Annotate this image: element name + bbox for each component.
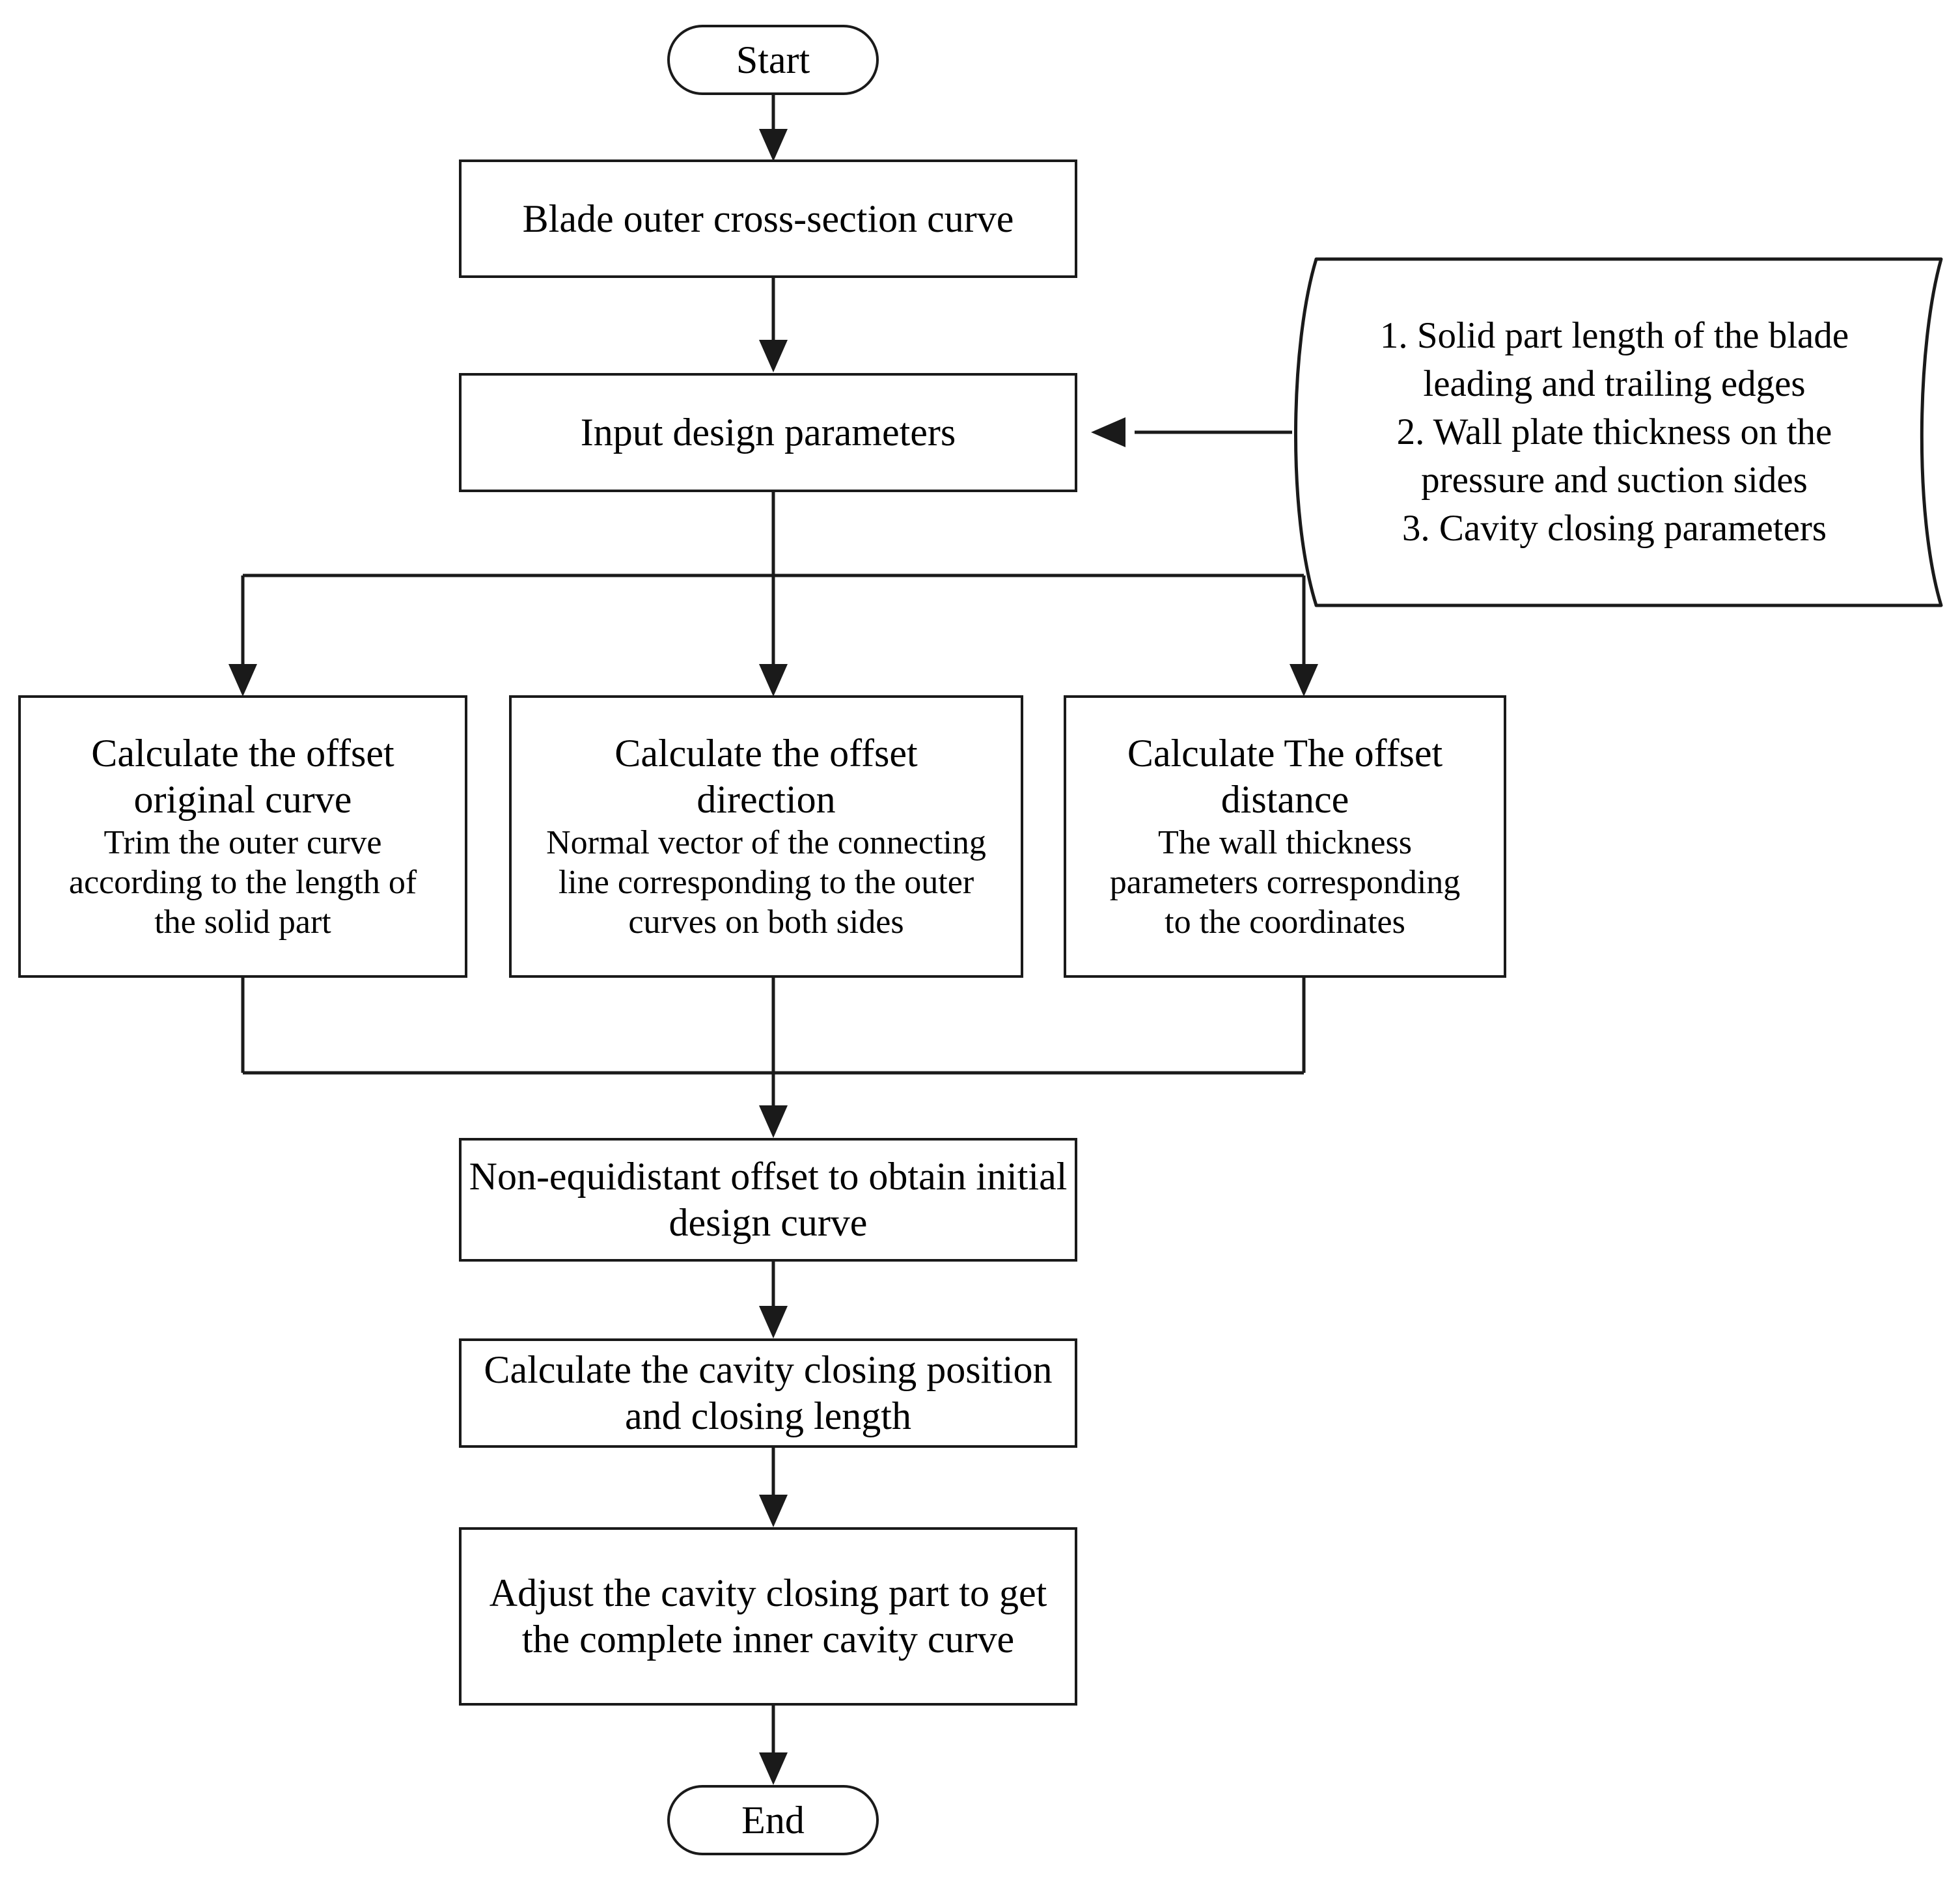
node-adjust-cavity-label: Adjust the cavity closing part to get th… <box>489 1571 1047 1661</box>
edge-blade-curve-to-input-params <box>759 277 788 372</box>
node-calculate-offset-distance[interactable]: Calculate The offset distance The wall t… <box>1064 695 1506 978</box>
node-adjust-cavity-closing-part[interactable]: Adjust the cavity closing part to get th… <box>459 1527 1077 1706</box>
node-blade-curve-label: Blade outer cross-section curve <box>522 197 1014 240</box>
node-non-equidistant-label: Non-equidistant offset to obtain initial… <box>469 1155 1068 1244</box>
node-end[interactable]: End <box>667 1785 879 1855</box>
note-text: 1. Solid part length of the blade leadin… <box>1379 314 1849 549</box>
node-cavity-closing-label: Calculate the cavity closing position an… <box>484 1348 1053 1437</box>
node-offset-direction-title: Calculate the offset direction <box>614 732 918 821</box>
node-offset-curve-body: Trim the outer curve according to the le… <box>68 823 417 941</box>
edge-start-to-blade-curve <box>759 94 788 161</box>
edge-input-params-branch-bus <box>228 492 1318 697</box>
node-design-parameters-note[interactable]: 1. Solid part length of the blade leadin… <box>1276 254 1953 611</box>
node-input-params-label: Input design parameters <box>580 411 956 454</box>
node-start-label: Start <box>736 38 810 81</box>
node-non-equidistant-offset[interactable]: Non-equidistant offset to obtain initial… <box>459 1138 1077 1262</box>
node-calculate-cavity-closing[interactable]: Calculate the cavity closing position an… <box>459 1338 1077 1448</box>
node-start[interactable]: Start <box>667 25 879 95</box>
node-offset-distance-title: Calculate The offset distance <box>1127 732 1443 821</box>
edge-merge-to-non-equidistant <box>241 978 1306 1138</box>
edge-adjust-cavity-to-end <box>759 1706 788 1785</box>
node-blade-outer-cross-section-curve[interactable]: Blade outer cross-section curve <box>459 159 1077 278</box>
edge-cavity-closing-to-adjust-cavity <box>759 1448 788 1527</box>
node-calculate-offset-direction[interactable]: Calculate the offset direction Normal ve… <box>509 695 1023 978</box>
node-input-design-parameters[interactable]: Input design parameters <box>459 373 1077 492</box>
node-offset-distance-body: The wall thickness parameters correspond… <box>1109 823 1461 941</box>
node-offset-curve-title: Calculate the offset original curve <box>91 732 394 821</box>
edge-note-to-input-params <box>1091 417 1292 447</box>
node-offset-direction-body: Normal vector of the connecting line cor… <box>546 823 986 941</box>
edge-non-equidistant-to-cavity-closing <box>759 1262 788 1338</box>
note-shape <box>1294 257 1943 607</box>
node-calculate-offset-original-curve[interactable]: Calculate the offset original curve Trim… <box>18 695 467 978</box>
node-end-label: End <box>741 1798 805 1842</box>
